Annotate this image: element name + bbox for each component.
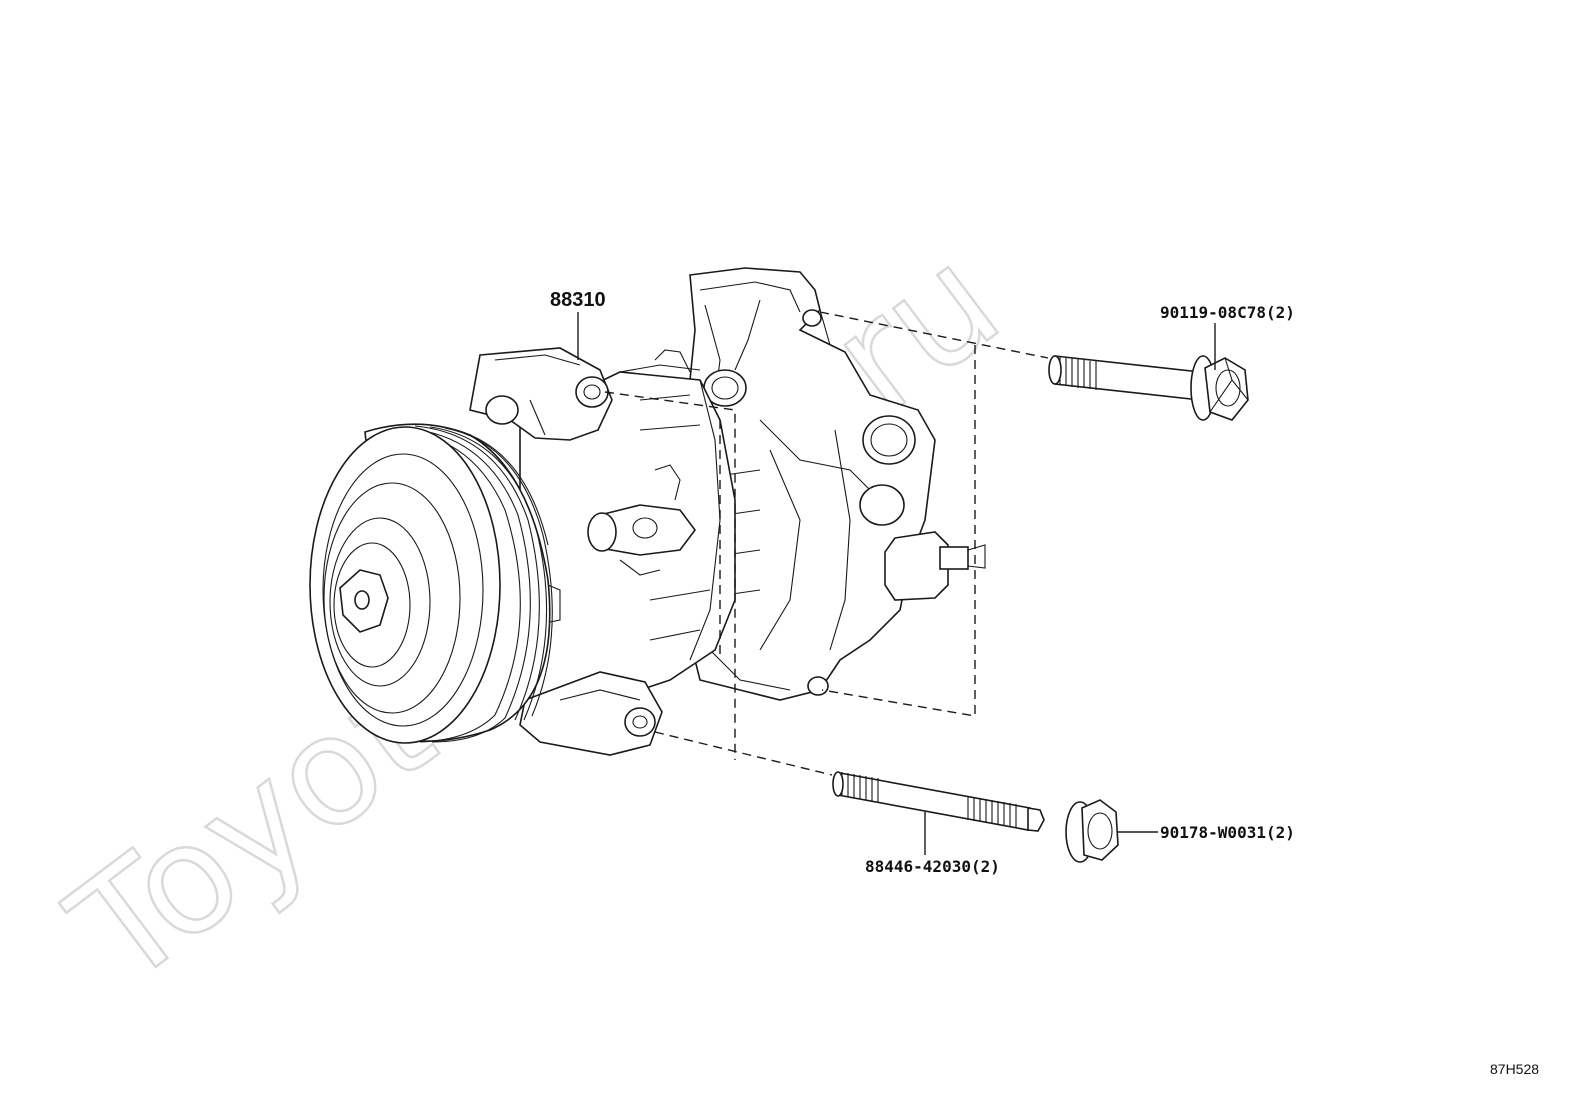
label-compressor[interactable]: 88310 <box>550 289 606 311</box>
diagram-code: 87H528 <box>1490 1061 1539 1077</box>
nut <box>1065 799 1119 863</box>
label-stud[interactable]: 88446-42030(2) <box>865 857 1000 876</box>
alignment-lines <box>604 311 1049 776</box>
stud <box>832 771 1045 832</box>
bolt <box>1048 355 1249 421</box>
ac-compressor <box>309 267 986 756</box>
label-nut[interactable]: 90178-W0031(2) <box>1160 823 1295 842</box>
leader-lines <box>577 312 1216 855</box>
label-bolt[interactable]: 90119-08C78(2) <box>1160 303 1295 322</box>
